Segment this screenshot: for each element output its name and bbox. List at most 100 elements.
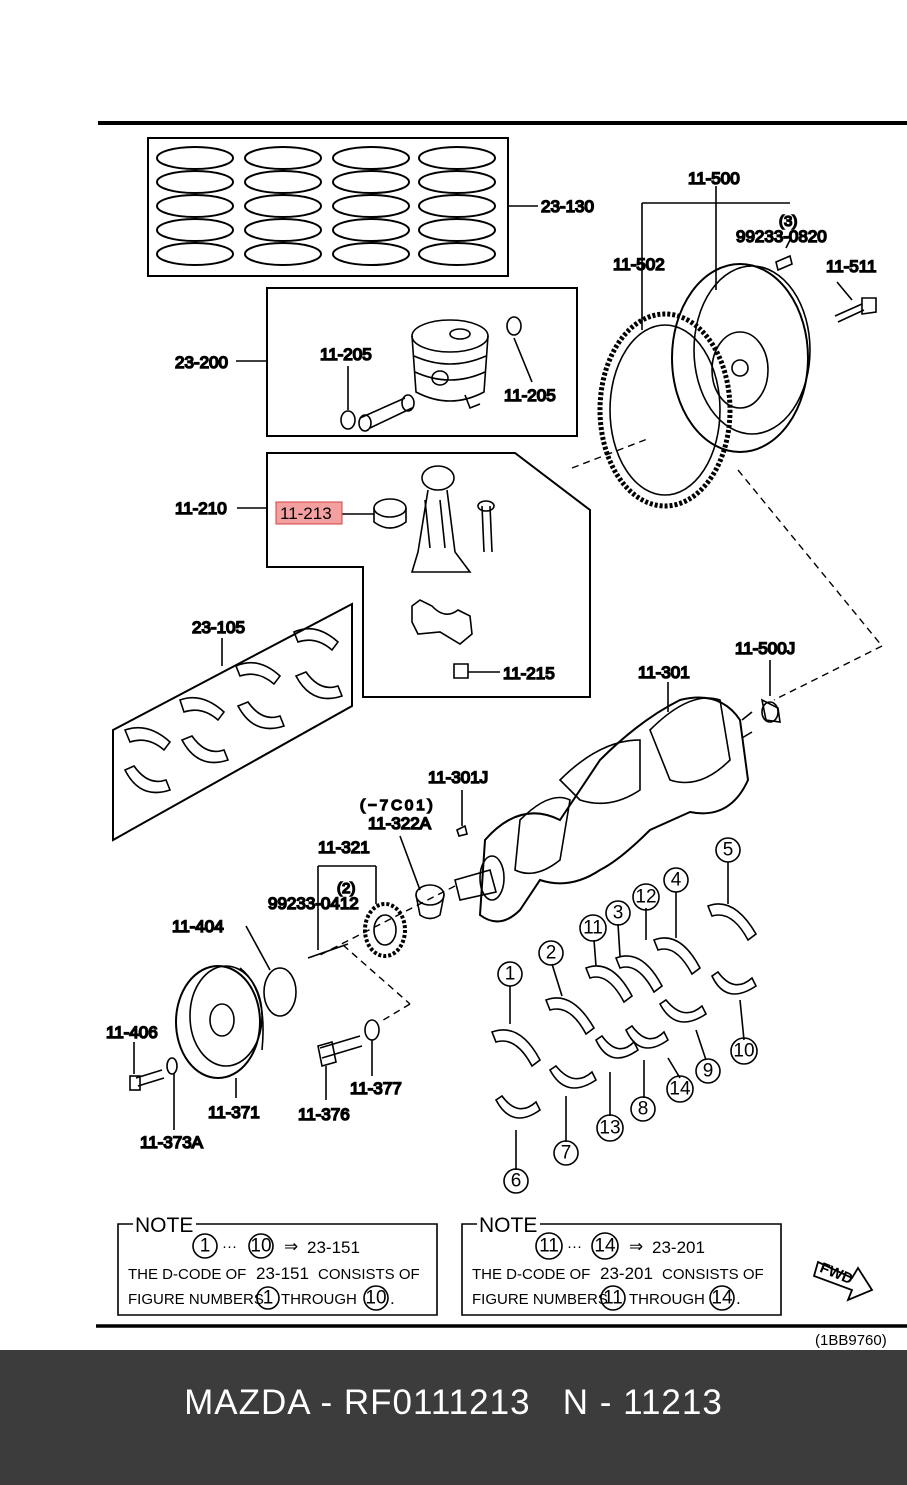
note-1-line2-b: 23-151 bbox=[256, 1264, 309, 1283]
fig-circle-1 bbox=[497, 961, 523, 987]
fig-circle-6 bbox=[503, 1168, 529, 1194]
label-code-note: (−7C01) bbox=[360, 797, 436, 814]
fig-number-4: 4 bbox=[671, 870, 682, 891]
note-1-range-end: 10 bbox=[250, 1236, 271, 1257]
parts-diagram: 23-130 23-200 11-205 11-205 bbox=[96, 121, 907, 1349]
note-2-range-sep: ··· bbox=[567, 1238, 582, 1255]
label-piston-rings: 23-130 bbox=[541, 197, 594, 216]
fig-number-8: 8 bbox=[638, 1099, 649, 1120]
note-box-1: NOTE 1 ··· 10 ⇒ 23-151 THE D-CODE OF 23-… bbox=[117, 1214, 438, 1316]
label-dowel-pin-qty: (3) bbox=[779, 213, 797, 230]
label-pulley-lock-washer: 11-377 bbox=[350, 1079, 402, 1098]
note-1-line3-end: . bbox=[390, 1289, 395, 1308]
fig-number-2: 2 bbox=[546, 943, 557, 964]
highlight-conrod-bushing bbox=[275, 501, 343, 525]
label-pin: 99233-0412 bbox=[268, 894, 359, 913]
note-2-line3-end: . bbox=[736, 1289, 741, 1308]
fig-number-6: 6 bbox=[511, 1171, 522, 1192]
label-crankshaft: 11-301 bbox=[638, 663, 690, 682]
note-2-range-end: 14 bbox=[594, 1236, 616, 1257]
label-pulley-lock-bolt: 11-376 bbox=[298, 1105, 350, 1124]
fig-number-5: 5 bbox=[723, 840, 734, 861]
fig-number-10: 10 bbox=[733, 1041, 754, 1062]
note-2-line3-n2: 14 bbox=[711, 1288, 733, 1309]
guide-lines bbox=[319, 437, 883, 1023]
note-2-line3-a: FIGURE NUMBERS bbox=[472, 1291, 608, 1308]
fig-circle-8 bbox=[630, 1096, 656, 1122]
label-pin-qty: (2) bbox=[337, 880, 355, 897]
note-1-line3-n1: 1 bbox=[263, 1288, 274, 1309]
note-2-line2-a: THE D-CODE OF bbox=[472, 1266, 590, 1283]
main-bearings-group bbox=[490, 862, 758, 1170]
note-2-code: 23-201 bbox=[652, 1238, 705, 1257]
label-sprocket-spacer: 11-322A bbox=[368, 814, 432, 833]
label-conrod-bearings: 23-105 bbox=[192, 618, 245, 637]
fig-circle-4 bbox=[663, 867, 689, 893]
label-crank-sprocket: 11-321 bbox=[318, 838, 370, 857]
crankshaft-group bbox=[399, 660, 781, 923]
fig-number-12: 12 bbox=[635, 887, 656, 908]
fig-circle-7 bbox=[553, 1140, 579, 1166]
note-2-line2-b: 23-201 bbox=[600, 1264, 653, 1283]
note-2-arrow: ⇒ bbox=[629, 1237, 643, 1256]
fig-number-14: 14 bbox=[669, 1079, 691, 1100]
note-1-title: NOTE bbox=[135, 1214, 193, 1237]
conrod-group bbox=[237, 452, 591, 698]
note-2-line3-b: THROUGH bbox=[629, 1291, 705, 1308]
fig-circle-11 bbox=[579, 914, 607, 942]
fig-circle-12 bbox=[632, 883, 660, 911]
fig-circle-9 bbox=[695, 1058, 721, 1084]
fig-number-13: 13 bbox=[599, 1118, 620, 1139]
piston-group bbox=[236, 287, 578, 437]
label-ring-gear: 11-502 bbox=[613, 255, 665, 274]
label-conrod-bushing: 11-213 bbox=[280, 504, 332, 523]
label-pulley-bolt-small: 11-406 bbox=[106, 1023, 158, 1042]
label-conrod-assy: 11-210 bbox=[175, 499, 227, 518]
label-pulley: 11-371 bbox=[208, 1103, 260, 1122]
fig-number-7: 7 bbox=[561, 1143, 572, 1164]
note-1-line3-a: FIGURE NUMBERS bbox=[128, 1291, 264, 1308]
fig-number-1: 1 bbox=[505, 964, 516, 985]
note-2-line2-c: CONSISTS OF bbox=[662, 1266, 764, 1283]
fig-number-11: 11 bbox=[583, 918, 603, 939]
label-plate: 11-404 bbox=[172, 917, 224, 936]
footer-bar: MAZDA - RF0111213 N - 11213 bbox=[0, 1350, 907, 1485]
label-clip-right: 11-205 bbox=[504, 386, 556, 405]
label-conrod-nut: 11-215 bbox=[503, 664, 555, 683]
diagram-code: (1BB9760) bbox=[815, 1332, 887, 1349]
label-flywheel-assy: 11-500 bbox=[688, 169, 740, 188]
piston-rings-group bbox=[147, 137, 538, 277]
fig-circle-5 bbox=[715, 837, 741, 863]
note-2-line3-n1: 11 bbox=[603, 1288, 623, 1309]
label-pilot-bearing: 11-500J bbox=[735, 639, 795, 658]
note-1-line2-a: THE D-CODE OF bbox=[128, 1266, 246, 1283]
note-1-line2-c: CONSISTS OF bbox=[318, 1266, 420, 1283]
flywheel-group bbox=[597, 186, 877, 509]
bearings-group bbox=[112, 602, 353, 842]
pulley-group bbox=[129, 865, 407, 1130]
note-box-2: NOTE 11 ··· 14 ⇒ 23-201 THE D-CODE OF 23… bbox=[461, 1214, 782, 1316]
label-piston-assy: 23-200 bbox=[175, 353, 228, 372]
note-1-arrow: ⇒ bbox=[284, 1237, 298, 1256]
note-1-line3-n2: 10 bbox=[365, 1288, 386, 1309]
label-clip-left: 11-205 bbox=[320, 345, 372, 364]
note-1-range-sep: ··· bbox=[222, 1238, 237, 1255]
note-2-title: NOTE bbox=[479, 1214, 537, 1237]
fwd-arrow-icon: FWD bbox=[812, 1259, 874, 1302]
note-2-range-start: 11 bbox=[539, 1236, 559, 1257]
label-woodruff-key: 11-301J bbox=[428, 768, 488, 787]
fig-circle-3 bbox=[605, 900, 631, 926]
label-dowel-pin: 99233-0820 bbox=[736, 227, 827, 246]
label-flywheel-bolt: 11-511 bbox=[826, 257, 876, 276]
fig-number-9: 9 bbox=[703, 1061, 714, 1082]
fig-circle-10 bbox=[730, 1037, 758, 1065]
footer-part-number: MAZDA - RF0111213 N - 11213 bbox=[184, 1382, 723, 1422]
label-pulley-washer: 11-373A bbox=[140, 1133, 204, 1152]
note-1-code: 23-151 bbox=[307, 1238, 360, 1257]
note-1-line3-b: THROUGH bbox=[281, 1291, 357, 1308]
fig-circle-14 bbox=[666, 1075, 694, 1103]
note-1-range-start: 1 bbox=[200, 1236, 211, 1257]
fig-number-3: 3 bbox=[613, 903, 624, 924]
fig-circle-13 bbox=[596, 1114, 624, 1142]
figure-numbers: 1 2 3 4 5 6 7 8 9 10 11 12 13 14 bbox=[497, 837, 758, 1194]
